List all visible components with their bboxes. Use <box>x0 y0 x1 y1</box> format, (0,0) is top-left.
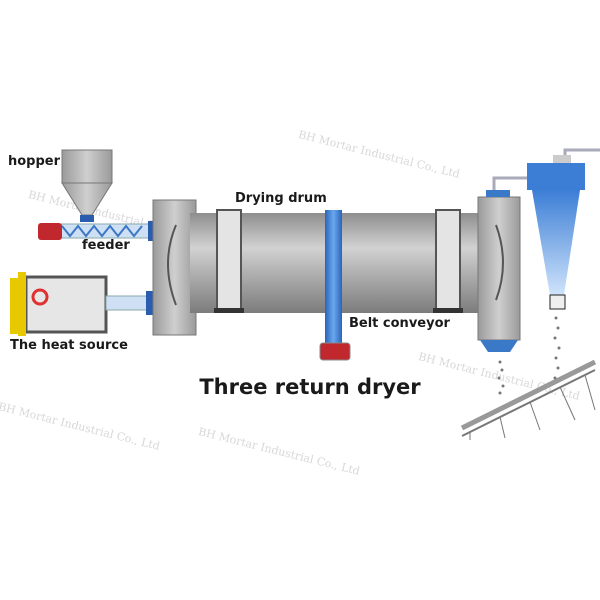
discharge-housing <box>477 176 527 352</box>
label-hopper: hopper <box>8 154 61 169</box>
belt-conveyor <box>460 359 597 440</box>
label-heat-source: The heat source <box>10 338 128 353</box>
drive-belt <box>325 210 342 345</box>
hopper <box>61 149 113 222</box>
label-belt-conveyor: Belt conveyor <box>349 316 450 331</box>
heat-source <box>10 272 154 336</box>
drum-tyre-ring <box>435 209 461 311</box>
drum-tyre-ring <box>216 209 242 311</box>
cyclone-separator <box>527 148 600 310</box>
diagram-title: Three return dryer <box>199 375 421 399</box>
flame-icon <box>31 288 49 306</box>
screw-feeder <box>38 221 154 241</box>
label-drying-drum: Drying drum <box>235 191 327 206</box>
feed-end-housing <box>152 199 197 336</box>
drive-motor <box>319 342 351 361</box>
label-feeder: feeder <box>82 238 130 253</box>
feeder-motor <box>38 223 62 240</box>
falling-material <box>497 316 561 395</box>
